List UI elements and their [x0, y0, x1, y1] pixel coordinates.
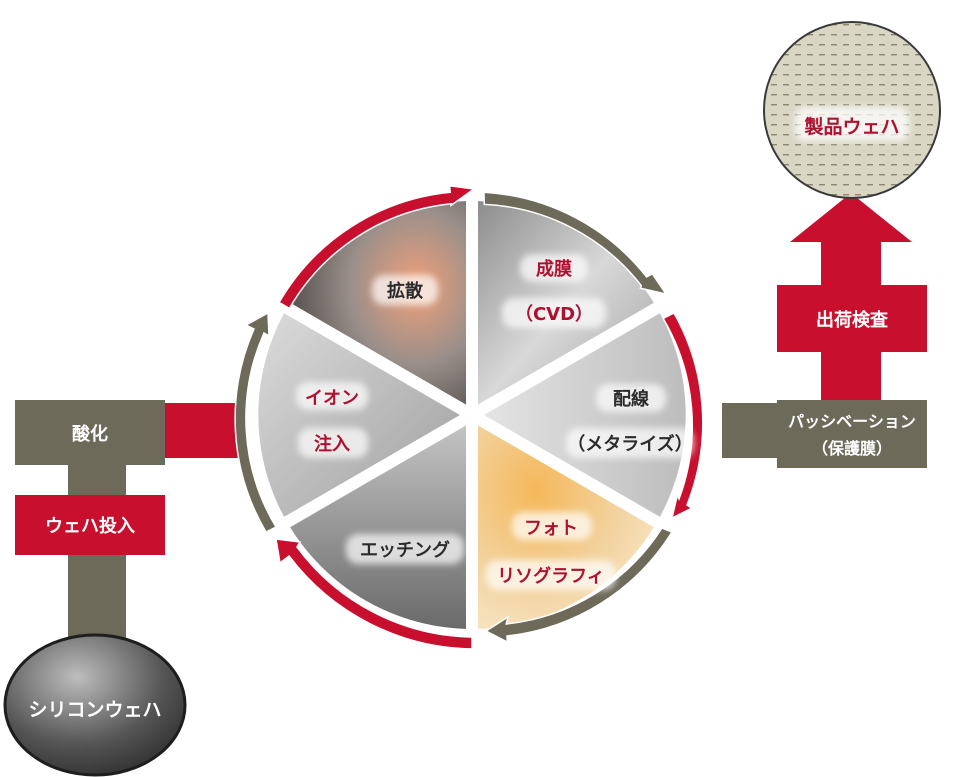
passivation-label-line2: （保護膜） [812, 439, 892, 458]
connector-cycle-to-passivation [722, 403, 782, 458]
label-metallization-line2: （メタライズ） [567, 433, 692, 455]
wafer-input-label: ウェハ投入 [45, 515, 135, 537]
arrow-etching [275, 538, 473, 661]
silicon-wafer-disc [5, 635, 185, 775]
label-cvd-line1: 成膜 [536, 258, 572, 280]
label-etching: エッチング [360, 539, 450, 561]
arrow-photolithography [484, 527, 674, 644]
connector-oxidation-to-cycle [165, 403, 245, 458]
oxidation-box [15, 400, 165, 465]
arrow-to-product-wafer [790, 193, 912, 242]
sector-ion-implantation [258, 308, 472, 522]
product-wafer-label: 製品ウェハ [803, 116, 899, 138]
label-ion-line1: イオン [305, 388, 359, 409]
passivation-box [777, 400, 927, 468]
label-ion-line2: 注入 [314, 433, 350, 455]
oxidation-label: 酸化 [72, 423, 108, 445]
arrow-metallization [662, 312, 704, 520]
label-diffusion: 拡散 [387, 280, 424, 302]
label-cvd-line2: （CVD） [515, 304, 593, 325]
label-photo-line1: フォト [524, 518, 578, 539]
sector-etching [287, 415, 472, 629]
connector-passivation-to-inspection [821, 352, 881, 400]
arrow-diffusion [278, 184, 476, 310]
cycle-arrows [234, 184, 704, 661]
label-photo-line2: リソグラフィ [497, 565, 605, 587]
wafer-input-box [15, 495, 165, 555]
arrow-ion-implantation [234, 311, 278, 533]
connector-inspection-up [821, 240, 881, 285]
passivation-label-line1: パッシベーション [788, 412, 916, 431]
connector-input-to-oxidation [68, 465, 126, 495]
arrow-cvd [483, 191, 668, 296]
sector-metallization [472, 308, 686, 522]
cycle-labels: 拡散 成膜 （CVD） 配線 （メタライズ） フォト リソグラフィ エッチング … [296, 254, 694, 590]
inspection-label: 出荷検査 [816, 309, 888, 331]
silicon-wafer-label: シリコンウェハ [28, 699, 161, 721]
label-metallization-line1: 配線 [613, 388, 649, 410]
inspection-box [777, 285, 927, 352]
